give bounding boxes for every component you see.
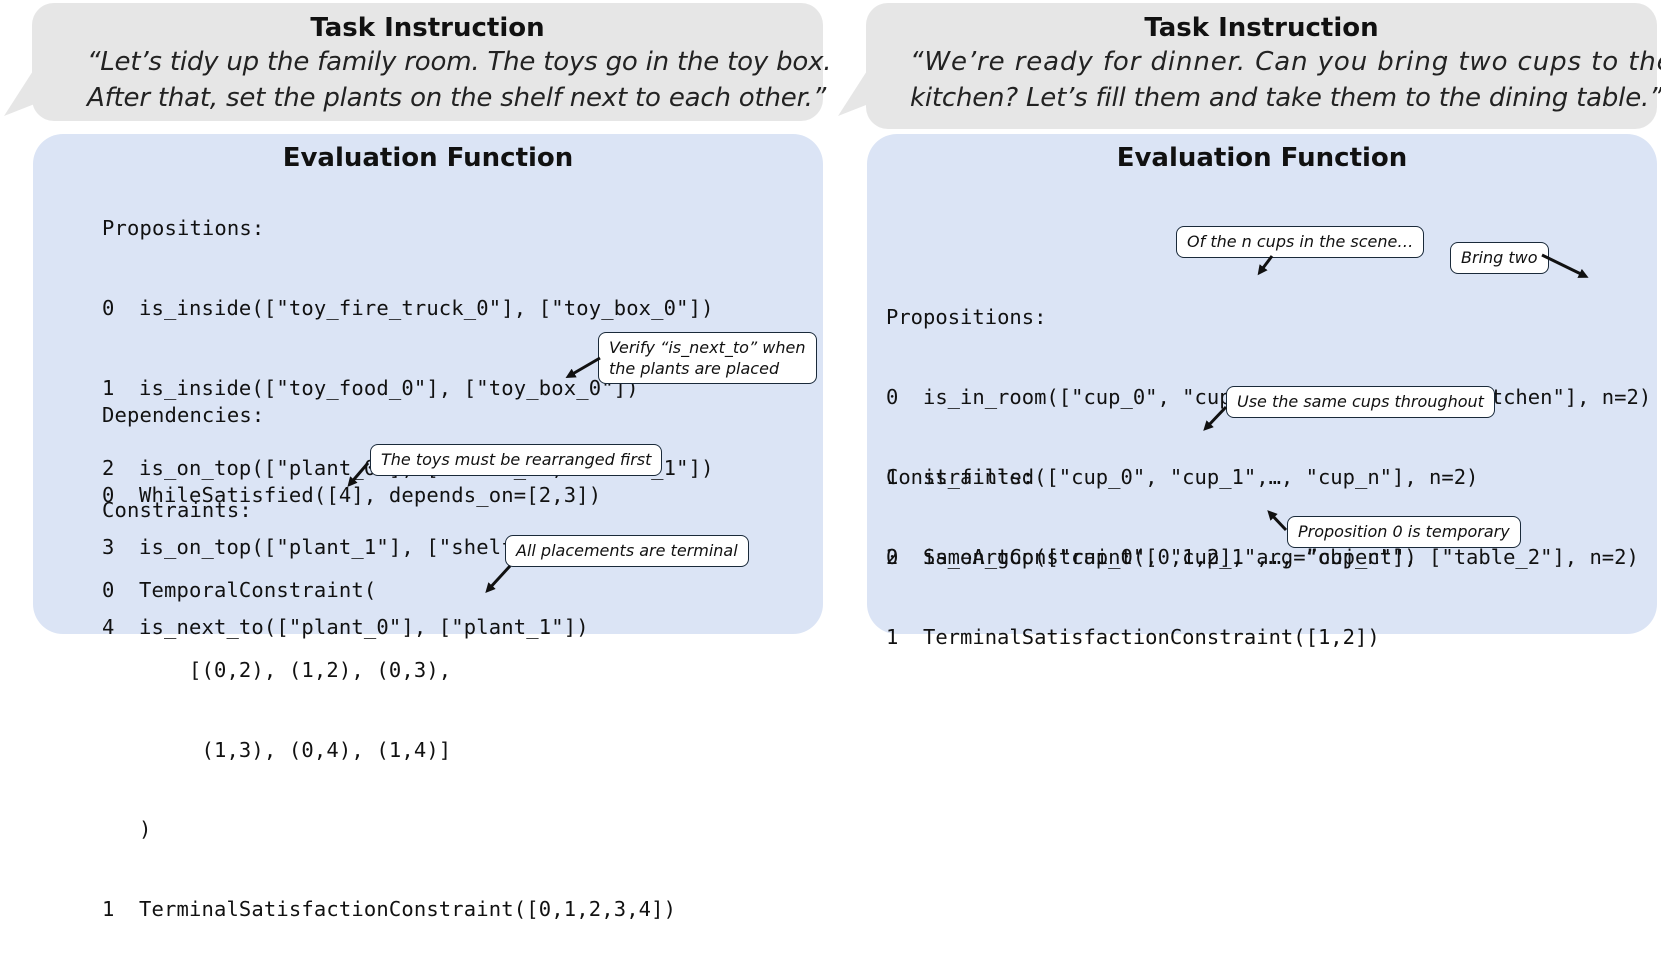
- dependency-text: WhileSatisfied([4], depends_on=[2,3]): [139, 482, 602, 507]
- constraint-continuation: (1,3), (0,4), (1,4)]: [102, 737, 676, 764]
- arrow-verify-next-to: [565, 356, 601, 379]
- task-instruction-line-1: “We’re ready for dinner. Can you bring t…: [910, 47, 1661, 77]
- dependencies-header: Dependencies:: [102, 403, 265, 428]
- constraint-text: TerminalSatisfactionConstraint([0,1,2,3,…: [139, 897, 677, 922]
- constraint-text: ): [139, 817, 152, 842]
- evaluation-function-title: Evaluation Function: [282, 143, 574, 173]
- proposition-text: is_inside(["toy_fire_truck_0"], ["toy_bo…: [139, 295, 714, 320]
- proposition-index: 0: [886, 384, 899, 409]
- proposition-index: 1: [102, 375, 115, 400]
- proposition-index: 3: [102, 535, 115, 560]
- constraint-continuation: ): [102, 816, 676, 843]
- propositions-header: Propositions:: [102, 216, 265, 241]
- constraint-index: 0: [886, 544, 899, 569]
- arrow-toys-first: [347, 462, 370, 488]
- arrow-n-cups: [1257, 255, 1274, 276]
- task-instruction-line-1: “Let’s tidy up the family room. The toys…: [87, 47, 832, 77]
- constraint-row: 0 TemporalConstraint(: [102, 577, 676, 604]
- constraint-continuation: [(0,2), (1,2), (0,3),: [102, 657, 676, 684]
- evaluation-function-title: Evaluation Function: [1116, 143, 1408, 173]
- task-instruction-title: Task Instruction: [1144, 13, 1379, 43]
- dependencies-block: Dependencies: 0 WhileSatisfied([4], depen…: [102, 349, 601, 562]
- proposition-index: 2: [886, 544, 899, 569]
- callout-line: the plants are placed: [609, 359, 780, 378]
- constraints-block: Constraints: 0 SameArgConstraint([0,1,2],…: [886, 411, 1417, 704]
- constraint-text: (1,3), (0,4), (1,4)]: [139, 737, 452, 762]
- proposition-text: is_on_top(["cup_0", "cup_1",…, "cup_n"],…: [923, 544, 1639, 569]
- constraint-row: 1 TerminalSatisfactionConstraint([0,1,2,3…: [102, 896, 676, 923]
- constraint-index: 1: [102, 897, 115, 922]
- constraints-header: Constraints:: [102, 498, 252, 523]
- proposition-text: is_filled(["cup_0", "cup_1",…, "cup_n"],…: [923, 464, 1479, 489]
- arrow-bring-two: [1541, 253, 1589, 278]
- constraint-text: [(0,2), (1,2), (0,3),: [139, 657, 452, 682]
- proposition-index: 2: [102, 455, 115, 480]
- proposition-index: 4: [102, 615, 115, 640]
- arrow-same-cups: [1203, 405, 1228, 431]
- evaluation-function-panel: Evaluation Function Propositions: 0 is_in…: [33, 134, 823, 921]
- callout-bring-two: Bring two: [1450, 242, 1549, 274]
- task-instruction-title: Task Instruction: [310, 13, 545, 43]
- proposition-row: 4 is_next_to(["plant_0"], ["plant_1"]): [102, 614, 714, 641]
- callout-placements-terminal: All placements are terminal: [505, 535, 749, 567]
- dependency-row: 0 WhileSatisfied([4], depends_on=[2,3]): [102, 482, 601, 509]
- callout-n-cups: Of the n cups in the scene…: [1176, 226, 1425, 258]
- proposition-index: 1: [886, 464, 899, 489]
- task-instruction-bubble: Task Instruction “Let’s tidy up the fami…: [32, 3, 832, 121]
- proposition-row: 2 is_on_top(["cup_0", "cup_1",…, "cup_n"]…: [886, 544, 1651, 571]
- annotation-arrows: [347, 253, 1589, 593]
- task-instruction-line-2: After that, set the plants on the shelf …: [87, 83, 827, 113]
- callout-same-cups: Use the same cups throughout: [1226, 386, 1495, 418]
- callout-toys-first: The toys must be rearranged first: [370, 444, 663, 476]
- arrow-placements-terminal: [485, 564, 512, 593]
- callout-proposition-temporary: Proposition 0 is temporary: [1287, 516, 1521, 548]
- proposition-index: 0: [102, 295, 115, 320]
- dependency-index: 0: [102, 482, 115, 507]
- propositions-header: Propositions:: [886, 305, 1047, 330]
- constraint-row: 0 SameArgConstraint([0,1,2], arg=”object"…: [886, 544, 1417, 571]
- constraint-index: 0: [102, 577, 115, 602]
- constraint-text: SameArgConstraint([0,1,2], arg=”object"): [923, 544, 1417, 569]
- proposition-row: 1 is_filled(["cup_0", "cup_1",…, "cup_n"]…: [886, 464, 1651, 491]
- proposition-row: 0 is_inside(["toy_fire_truck_0"], ["toy_b…: [102, 295, 714, 322]
- task-instruction-bubble: Task Instruction “We’re ready for dinner…: [866, 3, 1661, 129]
- arrow-proposition-temporary: [1267, 510, 1288, 532]
- task-instruction-line-2: kitchen? Let’s fill them and take them t…: [910, 83, 1661, 113]
- proposition-text: is_next_to(["plant_0"], ["plant_1"]): [139, 615, 589, 640]
- constraints-header: Constraints:: [886, 465, 1035, 490]
- callout-line: Verify “is_next_to” when: [609, 338, 806, 357]
- callout-verify-next-to: Verify “is_next_to” when the plants are …: [598, 332, 817, 384]
- constraint-text: TemporalConstraint(: [139, 577, 377, 602]
